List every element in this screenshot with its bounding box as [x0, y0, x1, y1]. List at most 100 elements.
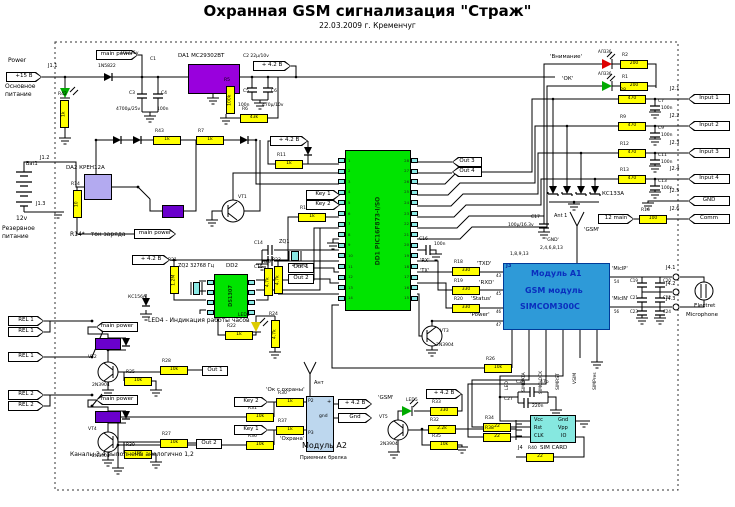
- net-flag-label: 12 main: [604, 215, 628, 222]
- ic-dd1-pic16f873-pin-number: 23: [404, 210, 409, 216]
- ic-dd1-pic16f873-pin: [338, 295, 345, 301]
- resistor-R16-value: 100: [648, 216, 658, 222]
- resistor-R13-value: 470: [627, 176, 637, 182]
- net-flag-Input-2: Input 2: [688, 121, 730, 131]
- resistor-R26-ref: R26: [486, 357, 495, 362]
- relay-k2: [95, 411, 121, 423]
- net-flag-Out-3: Out 3: [452, 157, 482, 167]
- net-flag-Input-4: Input 4: [688, 174, 730, 184]
- label-73: 'ОК': [562, 76, 574, 82]
- resistor-R40-value: 22: [537, 454, 543, 460]
- ic-dd1-pic16f873-pin: [338, 221, 345, 227]
- net-flag-Key-2: Key 2: [234, 397, 268, 407]
- net-box-label: Out 2: [201, 440, 217, 447]
- net-flag-main-power: main power: [96, 395, 138, 405]
- label-70: J4: [518, 445, 523, 451]
- label-16: 470µ/10v: [262, 103, 284, 108]
- net-flag-label: + 4.2 В: [261, 62, 283, 69]
- transistor-vt5: [387, 419, 409, 441]
- ic-dd1-pic16f873-pin-number: 24: [404, 199, 409, 205]
- label-127: Модуль A2: [302, 441, 347, 450]
- resistor-R29-value: 4.7k: [265, 277, 271, 287]
- resistor-R13-ref: R13: [620, 168, 629, 173]
- label-27: КС156А: [128, 295, 147, 300]
- label-79: C17: [531, 215, 540, 220]
- ic-dd1-pic16f873-pin: [411, 253, 418, 259]
- ic-dd1-pic16f873-pin: [338, 200, 345, 206]
- label-61: 47p: [540, 380, 549, 385]
- net-flag-REL-2: REL 2: [8, 390, 44, 400]
- ic-dd1-pic16f873-pin-number: 28: [404, 157, 409, 163]
- label-49: SIMCOM300C: [520, 302, 580, 311]
- label-5: C1: [150, 57, 157, 62]
- label-129: Каналы 3,4 выполнены аналогично 1,2: [70, 451, 194, 458]
- led-attention-red-icon: [602, 59, 612, 69]
- net-box-Out-2: Out 2: [196, 439, 222, 449]
- label-15: C6: [271, 89, 278, 94]
- transistor-vt3: [421, 325, 443, 347]
- label-4: 1N5822: [98, 64, 116, 69]
- ic-dd1-pic16f873-pin: [411, 274, 418, 280]
- label-69: IO: [561, 433, 567, 439]
- label-126: P3: [308, 431, 314, 436]
- ic-dd1-pic16f873-pin: [411, 232, 418, 238]
- ic-dd2-ds1307: DS1307: [214, 274, 248, 318]
- ic-dd1-pic16f873-pin-number: 27: [404, 168, 409, 174]
- label-51: 'MicIN': [612, 296, 629, 302]
- label-76: КС133А: [602, 191, 625, 197]
- resistor-R6-ref: R6: [242, 107, 248, 112]
- resistor-R23-ref: R23: [272, 258, 281, 263]
- label-88: C11: [658, 153, 667, 158]
- label-35: 'TX': [420, 268, 430, 274]
- net-flag-label: + 4.2 В: [433, 390, 455, 397]
- resistor-R18-value: 330: [461, 268, 471, 274]
- label-50: 'MicIP': [612, 266, 628, 272]
- label-89: 100n: [661, 160, 673, 165]
- net-flag-Gnd: Gnd: [338, 413, 372, 423]
- net-flag-REL-1: REL 1: [8, 327, 44, 337]
- label-2: Основное: [5, 83, 36, 90]
- crystal-zq2: [193, 282, 200, 295]
- net-flag-label: REL 1: [18, 317, 34, 324]
- net-flag-Key-1: Key 1: [234, 425, 268, 435]
- label-12: C2 22µ/10v: [243, 54, 269, 59]
- module-a1-gsm: [503, 263, 610, 330]
- resistor-R29-ref: R29: [262, 260, 271, 265]
- label-84: C7: [658, 99, 665, 104]
- net-flag-label: Input 4: [699, 175, 719, 182]
- label-110: VT2: [88, 355, 97, 360]
- label-106: C22: [663, 295, 671, 300]
- resistor-R43-ref: R43: [155, 129, 164, 134]
- net-flag-GND: GND: [688, 196, 730, 206]
- ic-dd1-pic16f873-pin-number: 8: [348, 231, 351, 237]
- label-122: LED5: [406, 398, 418, 403]
- label-75: АЛ336: [598, 71, 612, 76]
- resistor-R29: 4.7k R29: [262, 260, 273, 296]
- resistor-R27-ref: R27: [162, 432, 171, 437]
- net-flag-main-power: main power: [134, 229, 176, 239]
- label-53: 56: [614, 309, 620, 314]
- label-48: GSM модуль: [525, 286, 583, 295]
- resistor-R39-ref: R39: [126, 443, 135, 448]
- ic-dd1-pic16f873-pin: [411, 221, 418, 227]
- label-11: DA1 MC29302BT: [178, 53, 225, 59]
- diode-bars: [111, 73, 601, 420]
- resistor-R25-value: 10k: [133, 378, 143, 384]
- ic-dd2-ds1307-pin: [207, 290, 214, 295]
- ic-dd1-pic16f873-pin: [338, 253, 345, 259]
- label-37: 100n: [434, 242, 446, 247]
- mic-connector-circles: [672, 273, 680, 311]
- ic-dd1-pic16f873-pin: [411, 285, 418, 291]
- ic-dd1-pic16f873-pin: [338, 285, 345, 291]
